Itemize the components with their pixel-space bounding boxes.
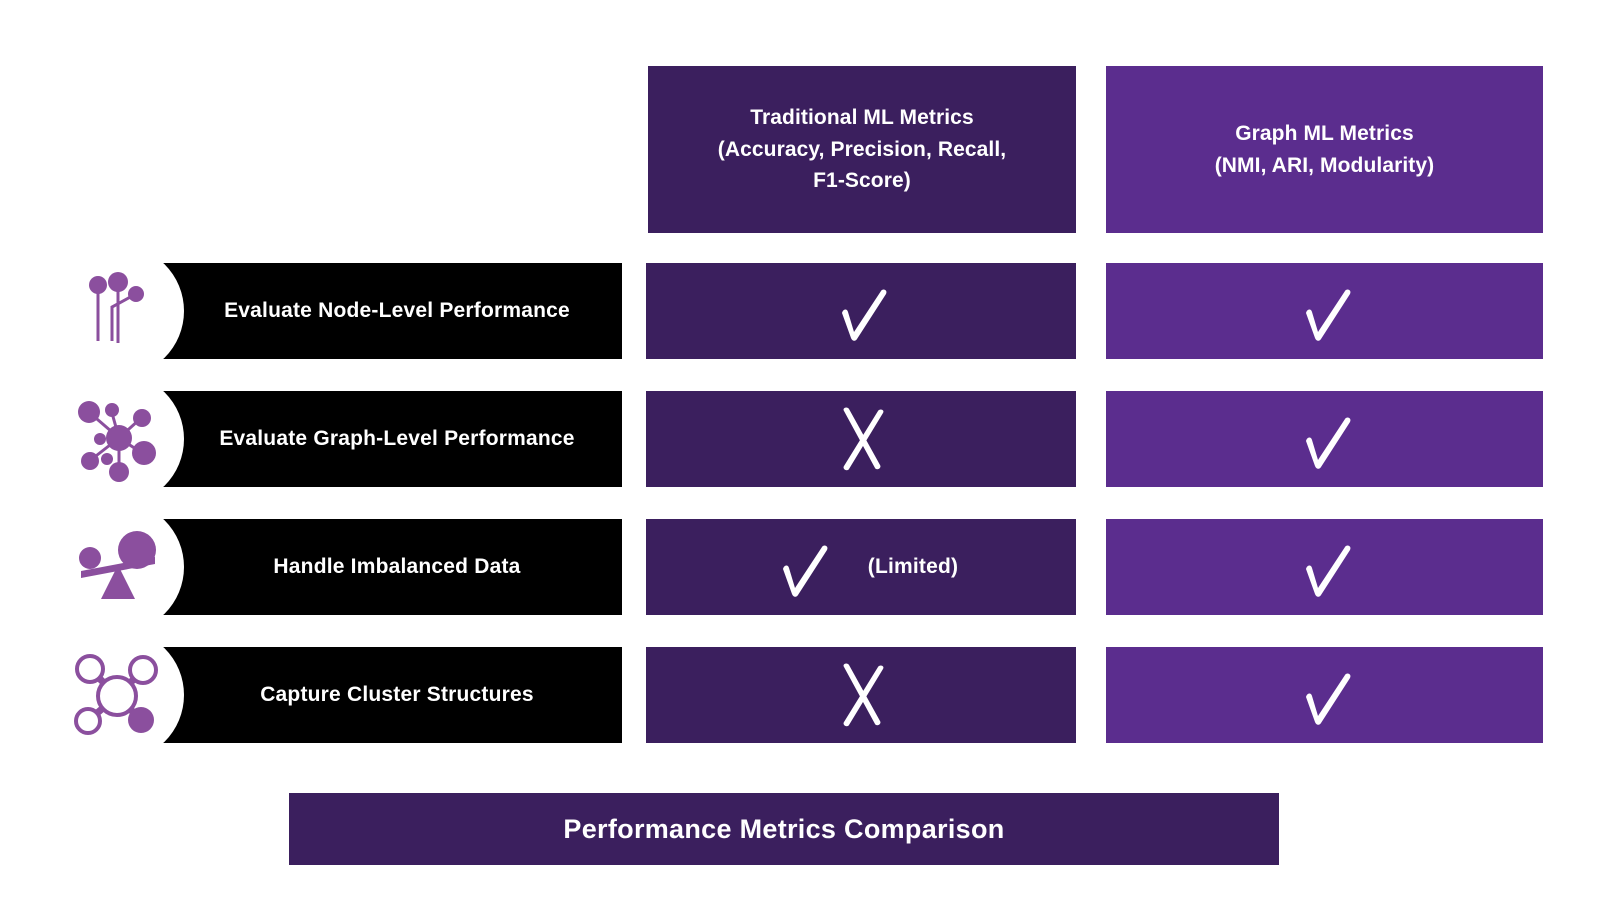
- column-header-graph-line2: (NMI, ARI, Modularity): [1214, 153, 1435, 177]
- row-label-graph-level: Evaluate Graph-Level Performance: [52, 373, 622, 505]
- check-icon: [1305, 289, 1350, 341]
- node-branch-icon: [60, 251, 178, 369]
- check-icon: [1305, 673, 1350, 725]
- check-icon: [842, 289, 887, 341]
- balance-scale-icon: [60, 507, 178, 625]
- cross-icon: [843, 663, 884, 727]
- cell-graph-imbalanced-data: [1106, 519, 1543, 615]
- cell-traditional-cluster-structures: [646, 647, 1076, 743]
- check-icon: [1305, 545, 1350, 597]
- cell-graph-cluster-structures: [1106, 647, 1543, 743]
- network-hub-icon: [60, 379, 178, 497]
- row-label-cluster-structures: Capture Cluster Structures: [52, 629, 622, 761]
- column-header-traditional-line3: F1-Score): [813, 169, 911, 193]
- cell-traditional-graph-level: [646, 391, 1076, 487]
- row-label-text: Evaluate Node-Level Performance: [224, 299, 570, 322]
- row-label-imbalanced-data: Handle Imbalanced Data: [52, 501, 622, 633]
- row-label-node-level: Evaluate Node-Level Performance: [52, 245, 622, 377]
- cell-graph-node-level: [1106, 263, 1543, 359]
- column-header-graph: Graph ML Metrics (NMI, ARI, Modularity): [1106, 66, 1543, 233]
- row-label-text: Capture Cluster Structures: [260, 683, 534, 706]
- column-header-traditional-line1: Traditional ML Metrics: [750, 105, 974, 129]
- column-header-traditional-line2: (Accuracy, Precision, Recall,: [717, 137, 1007, 161]
- cell-traditional-imbalanced-data: (Limited): [646, 519, 1076, 615]
- column-header-graph-line1: Graph ML Metrics: [1235, 121, 1414, 145]
- check-icon: [1305, 417, 1350, 469]
- check-icon: [782, 545, 828, 597]
- cell-traditional-node-level: [646, 263, 1076, 359]
- cross-icon: [843, 407, 884, 471]
- cell-graph-graph-level: [1106, 391, 1543, 487]
- column-header-traditional: Traditional ML Metrics (Accuracy, Precis…: [648, 66, 1076, 233]
- cell-note-limited: (Limited): [867, 555, 959, 578]
- footer-title-bar: Performance Metrics Comparison: [289, 793, 1279, 865]
- footer-title-text: Performance Metrics Comparison: [563, 813, 1005, 844]
- molecule-cluster-icon: [60, 635, 178, 753]
- row-label-text: Evaluate Graph-Level Performance: [219, 427, 575, 450]
- row-label-text: Handle Imbalanced Data: [273, 555, 521, 578]
